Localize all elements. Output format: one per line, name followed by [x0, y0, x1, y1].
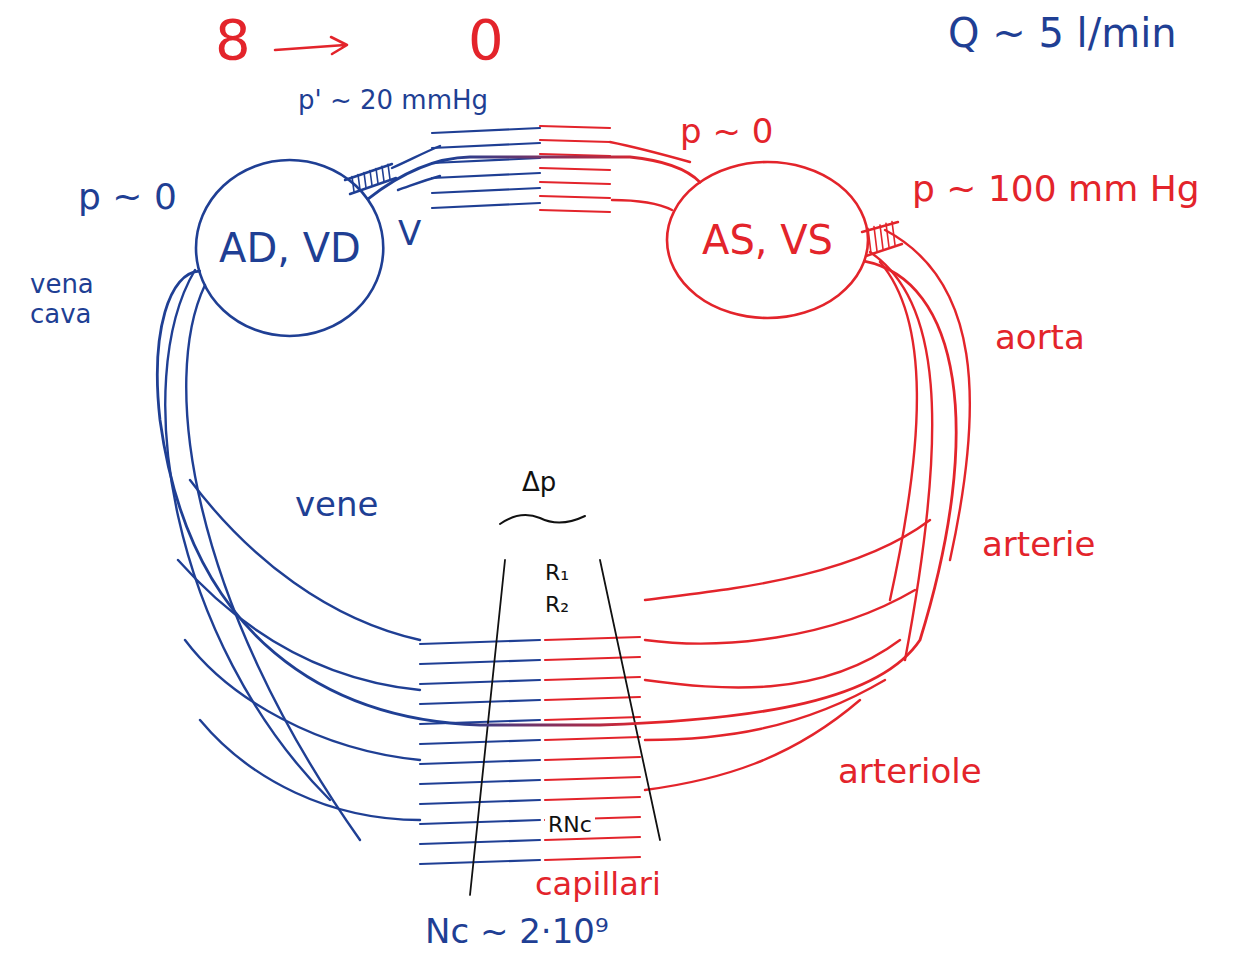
- pressure-note: p ~ 100 mm Hg: [912, 168, 1200, 209]
- capillary-line: [420, 740, 540, 744]
- blood-vessel: [368, 157, 700, 199]
- capillary-line: [420, 680, 540, 684]
- circle-outline: [196, 160, 383, 336]
- vessel-name: capillari: [535, 866, 661, 903]
- resistance-symbol: RNc: [545, 812, 595, 837]
- vessel-line: [645, 520, 930, 600]
- volume-symbol: V: [398, 214, 421, 253]
- capillary-line: [545, 857, 640, 860]
- lung-vessel: [432, 188, 540, 193]
- chamber-label: AS, VS: [702, 217, 833, 263]
- capillary-line: [420, 840, 540, 844]
- capillary-line: [420, 700, 540, 704]
- valve-symbol: [376, 168, 378, 183]
- pressure-note: p ~ 0: [78, 176, 177, 217]
- capillary-line: [420, 760, 540, 764]
- lung-vessel: [540, 210, 610, 212]
- pressure-drop: Δp: [522, 468, 556, 498]
- capillary-line: [545, 737, 640, 740]
- capillary-line: [545, 637, 640, 640]
- capillary-line: [545, 797, 640, 800]
- lung-vessel: [432, 173, 540, 178]
- vessel-name: vene: [295, 485, 379, 524]
- boundary-line: [470, 560, 505, 895]
- resistance-symbol: R₁: [542, 560, 572, 585]
- valve-symbol: [388, 164, 390, 179]
- lung-vessel: [432, 203, 540, 208]
- brace-symbol: [500, 515, 585, 524]
- arrow-symbol: [275, 37, 347, 54]
- pressure-note: p ~ 0: [680, 112, 773, 151]
- valve-symbol: [364, 173, 366, 188]
- capillary-line: [545, 657, 640, 660]
- capillary-line: [420, 820, 540, 824]
- flow-rate: Q ~ 5 l/min: [948, 10, 1177, 56]
- valve-symbol: [874, 227, 877, 252]
- vessel-line: [186, 285, 360, 840]
- vessel-name: vena cava: [30, 270, 130, 330]
- capillary-line: [420, 640, 540, 644]
- vessel-line: [612, 200, 672, 210]
- capillary-line: [545, 777, 640, 780]
- vessel-line: [880, 262, 917, 600]
- vessel-line: [645, 590, 915, 643]
- lung-vessel: [540, 196, 610, 198]
- pressure-note: p' ~ 20 mmHg: [298, 86, 488, 116]
- vessel-line: [200, 720, 420, 820]
- vessel-name: arterie: [982, 525, 1095, 564]
- count-note: Nc ~ 2·10⁹: [425, 912, 609, 951]
- lung-vessel: [540, 182, 610, 184]
- capillary-line: [545, 717, 640, 720]
- vessel-line: [190, 480, 420, 640]
- capillary-line: [545, 837, 640, 840]
- valve-symbol: [382, 166, 384, 181]
- vessel-line: [392, 146, 440, 168]
- valve-symbol: [880, 225, 883, 249]
- capillary-line: [420, 780, 540, 784]
- note-number: 8: [215, 8, 251, 72]
- resistance-symbol: R₂: [542, 592, 572, 617]
- circle-outline: [667, 162, 868, 318]
- lung-vessel: [540, 168, 610, 170]
- vessel-line: [645, 640, 900, 688]
- heart-chamber-circle: AD, VD: [194, 158, 385, 338]
- capillary-line: [545, 757, 640, 760]
- capillary-line: [420, 860, 540, 864]
- valve-symbol: [370, 170, 372, 185]
- capillary-line: [420, 660, 540, 664]
- vessel-name: arteriole: [838, 752, 982, 791]
- vessel-name: aorta: [995, 318, 1085, 357]
- capillary-line: [545, 697, 640, 700]
- lung-vessel: [540, 126, 610, 128]
- lung-vessel: [432, 143, 540, 148]
- chamber-label: AD, VD: [219, 225, 361, 271]
- valve-symbol: [886, 223, 889, 247]
- blood-vessel: [157, 261, 956, 725]
- boundary-line: [600, 560, 660, 840]
- lung-vessel: [540, 140, 610, 142]
- valve-symbol: [345, 164, 396, 194]
- lung-vessel: [432, 128, 540, 133]
- heart-chamber-circle: AS, VS: [665, 160, 870, 320]
- note-number: 0: [468, 8, 504, 72]
